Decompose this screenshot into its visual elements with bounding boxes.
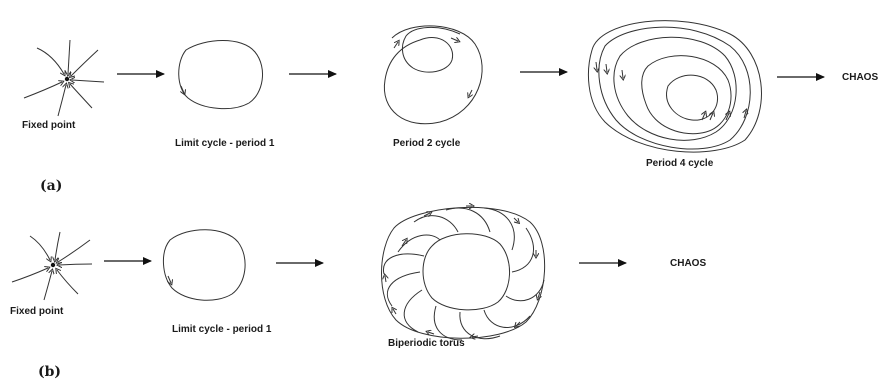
panel-a-label: (a) xyxy=(40,178,62,194)
row-a-period-4-label: Period 4 cycle xyxy=(646,158,713,169)
row-a-chaos-label: CHAOS xyxy=(842,72,878,83)
row-b-chaos-label: CHAOS xyxy=(670,258,706,269)
row-a-limit-cycle-label: Limit cycle - period 1 xyxy=(175,138,274,149)
row-a-period-2-label: Period 2 cycle xyxy=(393,138,460,149)
row-b-torus-label: Biperiodic torus xyxy=(388,338,465,349)
row-b-limit-cycle-figure xyxy=(163,230,245,301)
row-a-limit-cycle-figure xyxy=(179,41,263,109)
row-b-limit-cycle-label: Limit cycle - period 1 xyxy=(172,324,271,335)
row-b-fixed-point-label: Fixed point xyxy=(10,306,63,317)
row-a-period-2-figure xyxy=(384,26,482,124)
row-a-period-4-figure xyxy=(588,21,761,152)
row-b-fixed-point-figure xyxy=(12,232,92,300)
row-a-fixed-point-figure xyxy=(24,40,104,116)
row-b-torus-figure xyxy=(382,206,545,340)
panel-b-label: (b) xyxy=(38,364,61,380)
row-a-fixed-point-label: Fixed point xyxy=(22,120,75,131)
